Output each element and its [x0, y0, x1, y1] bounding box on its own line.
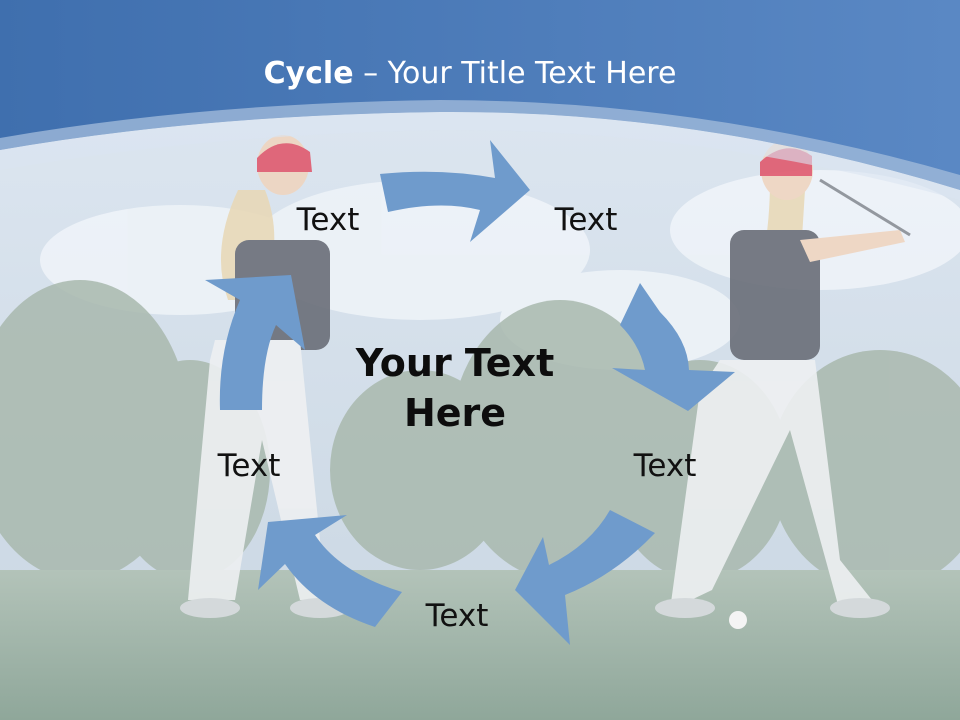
cycle-arrow-right: [612, 283, 735, 411]
cycle-arrow-top: [380, 140, 530, 242]
slide-title-rest: – Your Title Text Here: [353, 56, 677, 91]
slide-title: Cycle – Your Title Text Here: [0, 52, 940, 96]
center-text: Your Text Here: [335, 338, 575, 438]
cycle-label-3: Text: [633, 448, 697, 484]
cycle-label-5: Text: [217, 448, 281, 484]
cycle-arrow-bottom-left: [258, 515, 402, 627]
golf-ball-icon: [729, 611, 747, 629]
cycle-label-4: Text: [425, 598, 489, 634]
golfer-right-image: [655, 140, 911, 618]
slide-title-bold: Cycle: [263, 56, 354, 91]
cycle-label-1: Text: [296, 202, 360, 238]
cycle-label-2: Text: [554, 202, 618, 238]
center-text-line1: Your Text: [355, 341, 555, 385]
cycle-arrow-left: [205, 275, 305, 410]
cycle-arrow-bottom-right: [515, 510, 655, 645]
center-text-line2: Here: [403, 391, 507, 435]
